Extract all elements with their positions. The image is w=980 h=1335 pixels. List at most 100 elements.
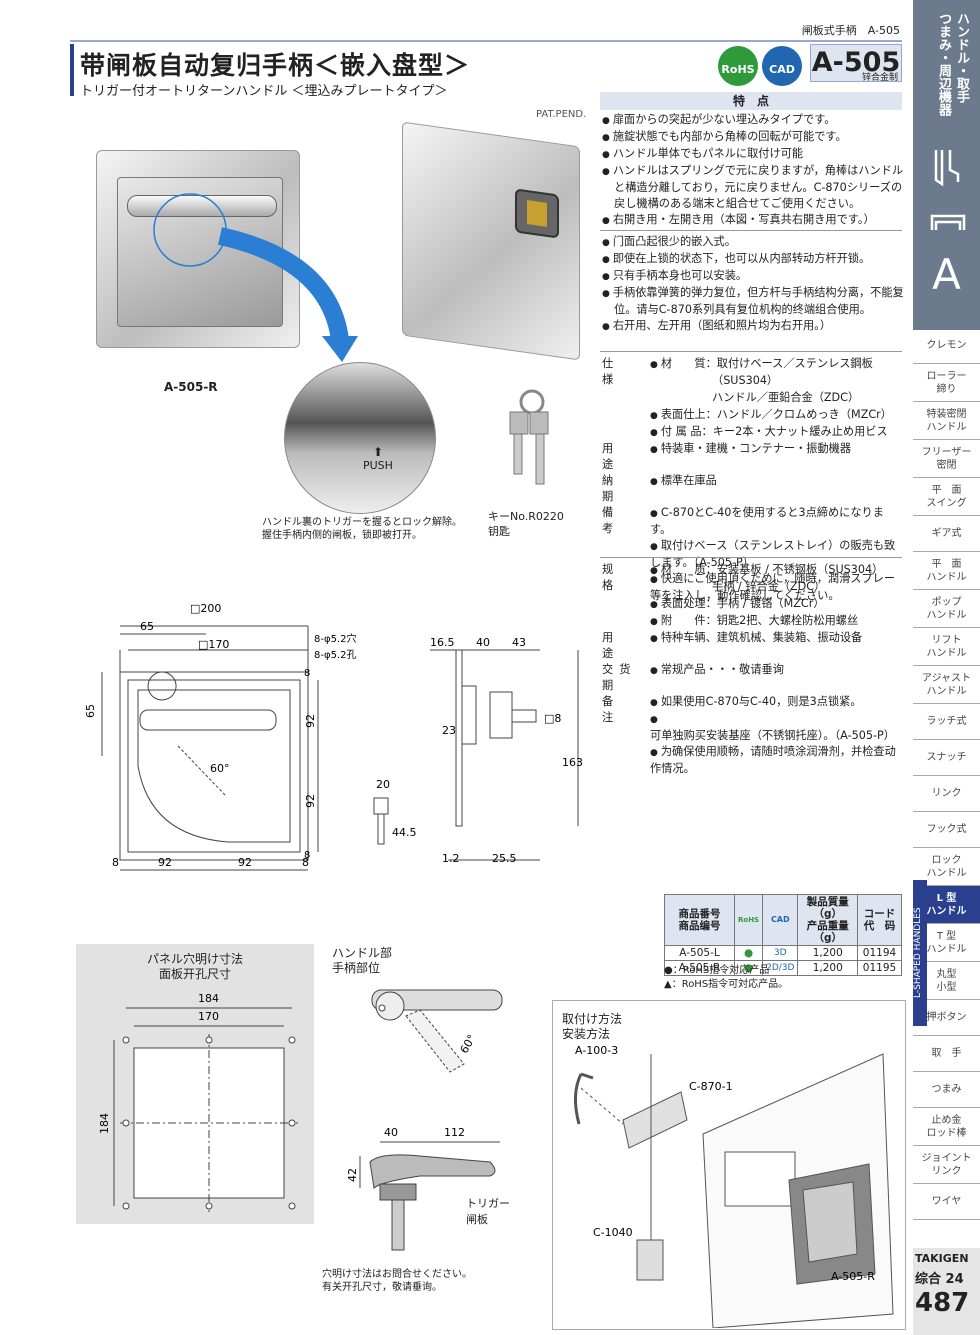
spec-row: 规 格材 质：安装基板 / 不锈钢板（SUS304）手柄 / 锌合金（ZDC）表… [602,562,904,630]
handle-dim-angle: 60° [458,1032,479,1055]
spec-line: 常规产品・・・敬请垂询 [650,662,904,679]
push-arrow-icon: ⬆ [373,445,384,459]
spec-line: 表面处理：手柄 / 镀铬（MZCr） [650,596,904,613]
side-nav-item[interactable]: フリーザー 密閉 [913,440,980,478]
feature-item: 只有手柄本身也可以安装。 [602,268,904,285]
dim-8-left: 8 [112,856,119,869]
feature-item: 施錠状態でも内部から角棒の回転が可能です。 [602,129,904,146]
dim-angle: 60° [210,762,230,775]
spec-line: 特装車・建機・コンテナー・振動機器 [650,441,904,458]
dim-92-lower: 92 [304,794,317,808]
spec-line: 为确保使用顺畅，请随时喷涂润滑剂，并检查动作情况。 [650,744,904,777]
table-cell-id: 01195 [857,960,902,976]
dim-1-2: 1.2 [442,852,460,865]
push-label: PUSH [363,459,393,472]
l-shaped-vertical-label: L-SHAPED HANDLES [913,880,927,1026]
dim-8-top: 8 [304,668,310,679]
mount-label-c1040: C-1040 [593,1226,633,1239]
feature-item: 右開き用・左開き用（本図・写真共右開き用です。） [602,212,904,229]
page-number: 487 [915,1288,970,1318]
panel-cutout-drawing: 184 170 184 [98,992,298,1212]
panel-dim-184-left: 184 [98,1113,111,1134]
product-caption: A-505-R [164,380,218,394]
mount-label-c870: C-870-1 [689,1080,733,1093]
dim-65-top: 65 [140,620,154,633]
dim-200: □200 [190,602,221,615]
side-nav-item[interactable]: 止め金 ロッド棒 [913,1108,980,1146]
side-nav-item[interactable]: フック式 [913,812,980,848]
key-caption: キーNo.R0220 钥匙 [488,510,564,538]
side-nav-heading: ハンドル・取手 つまみ・周辺機器 [936,12,969,116]
product-photo-rear [402,121,580,361]
dim-43: 43 [512,636,526,649]
side-nav-item[interactable]: ロック ハンドル [913,848,980,886]
divider [600,557,902,558]
spec-line: ハンドル／亜鉛合金（ZDC） [712,391,860,404]
handle-part-drawing: 60° 40 112 42 [346,989,503,1251]
spec-row: 用 途特种车辆、建筑机械、集装箱、振动设备 [602,630,904,662]
spec-line: 材 质：安装基板 / 不锈钢板（SUS304） [650,562,904,579]
spec-line: 如果使用C-870与C-40，则是3点锁紧。 [650,694,904,711]
dim-25-5: 25.5 [492,852,517,865]
product-table: 商品番号 商品编号 RoHS CAD 製品質量（g） 产品重量（g） コード 代… [664,894,902,976]
zoom-arrow-icon [153,193,358,362]
dim-sq8: □8 [544,712,561,725]
mounting-title: 取付け方法 安装方法 [562,1012,623,1041]
spec-key: 交货期 [602,663,637,692]
side-nav-item[interactable]: アジャスト ハンドル [913,666,980,704]
table-cell-cad: 2D/3D [762,960,799,976]
dim-key-44-5: 44.5 [392,826,417,839]
mounting-diagram: A-100-3 C-870-1 C-1040 A-505-R [574,1044,894,1328]
dim-key-20: 20 [376,778,390,791]
handle-silhouette-icon [930,150,966,230]
side-nav-item[interactable]: ジョイント リンク [913,1146,980,1184]
side-nav-item[interactable]: 丸型 小型 [913,962,980,1000]
table-cell-weight: 1,200 [797,945,858,961]
header-rule [70,40,902,42]
header-series-label: 闸板式手柄 A-505 [801,24,900,37]
spec-table-cn: 规 格材 质：安装基板 / 不锈钢板（SUS304）手柄 / 锌合金（ZDC）表… [602,562,904,777]
title-accent-bar [70,44,74,96]
side-nav-item[interactable]: 平 面 ハンドル [913,552,980,590]
dim-8-right: 8 [302,856,309,869]
feature-item: 扉面からの突起が少ない埋込みタイプです。 [602,112,904,129]
spec-key: 納 期 [602,474,637,503]
side-nav-item[interactable]: 平 面 スイング [913,478,980,516]
model-number-box: A-505 [810,44,902,82]
side-nav-item[interactable]: 特装密閉 ハンドル [913,402,980,440]
spec-row: 交货期常规产品・・・敬请垂询 [602,662,904,694]
feature-item: 即使在上锁的状态下，也可以从内部转动方杆开锁。 [602,251,904,268]
dim-holes-cn: 8-φ5.2孔 [314,649,356,661]
page-subtitle: トリガー付オートリターンハンドル ＜埋込みプレートタイプ＞ [80,84,448,99]
divider [600,230,902,231]
handle-dim-40: 40 [384,1126,398,1139]
spec-key: 用 途 [602,631,637,660]
side-nav-item[interactable]: リンク [913,776,980,812]
side-nav-item[interactable]: ワイヤ [913,1184,980,1220]
side-nav-item[interactable]: ギア式 [913,516,980,552]
feature-item: 右开用、左开用（图纸和照片均为右开用。） [602,318,904,335]
key-photo-icon [509,389,549,485]
mount-label-a100: A-100-3 [575,1044,618,1057]
dim-40: 40 [476,636,490,649]
dim-92-left: 92 [158,856,172,869]
table-cell-code: A-505-L [664,945,735,961]
side-nav-item[interactable]: 取 手 [913,1036,980,1072]
side-nav-item[interactable]: ラッチ式 [913,704,980,740]
side-nav-item[interactable]: クレモン [913,328,980,364]
spec-line: 附 件：钥匙2把、大螺栓防松用螺丝 [650,613,904,630]
mount-label-a505r: A-505-R [831,1270,875,1283]
table-cell-id: 01194 [857,945,902,961]
spec-line: 材 質：取付けベース／ステンレス鋼板 [650,356,904,373]
side-nav-item[interactable]: ローラー 締り [913,364,980,402]
side-nav-item[interactable]: スナッチ [913,740,980,776]
side-nav-item[interactable]: つまみ [913,1072,980,1108]
dim-23: 23 [442,724,456,737]
table-cell-weight: 1,200 [797,960,858,976]
rohs-legend-2: ▲：RoHS指令可対応产品。 [664,979,789,990]
side-nav-item[interactable]: 押ボタン [913,1000,980,1036]
side-nav-item[interactable]: ポップ ハンドル [913,590,980,628]
side-nav-item[interactable]: リフト ハンドル [913,628,980,666]
side-nav-item[interactable]: T 型 ハンドル [913,924,980,962]
